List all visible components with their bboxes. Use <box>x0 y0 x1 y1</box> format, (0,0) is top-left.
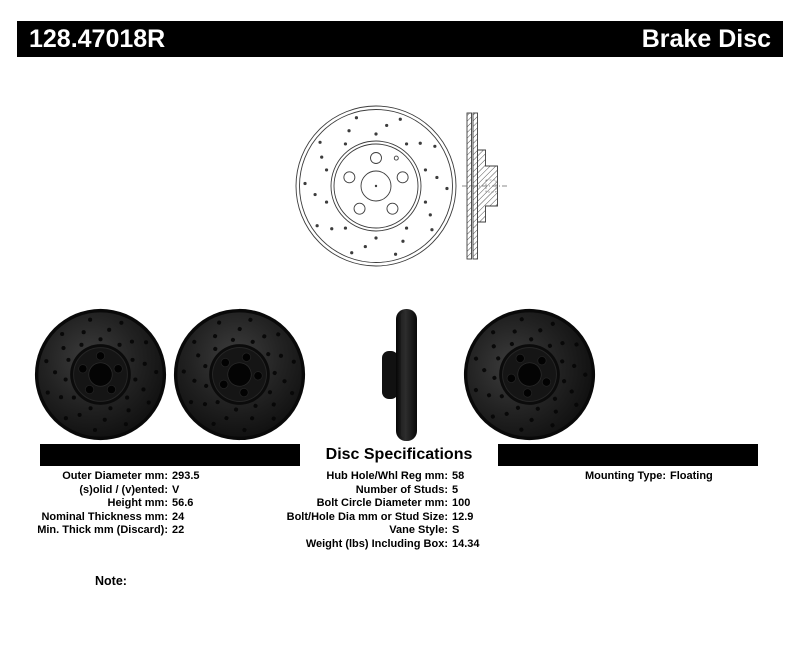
spec-value: 56.6 <box>172 497 194 509</box>
part-number: 128.47018R <box>29 24 166 53</box>
spec-row-vane-style: Vane Style: S <box>270 524 480 538</box>
spec-label: Outer Diameter mm: <box>62 470 168 482</box>
spec-value: 293.5 <box>172 470 200 482</box>
spec-label: Vane Style: <box>389 524 448 536</box>
spec-value: 58 <box>452 470 465 482</box>
brake-disc-front-drawing <box>295 105 457 267</box>
spec-value: 14.34 <box>452 537 480 550</box>
spec-row-outer-diameter: Outer Diameter mm: 293.5 <box>20 470 200 484</box>
spec-value: V <box>172 483 180 496</box>
spec-value: 100 <box>452 497 471 509</box>
spec-column-left: Outer Diameter mm: 293.5 (s)olid / (v)en… <box>20 470 200 538</box>
spec-label: Nominal Thickness mm: <box>41 510 168 523</box>
spec-heading: Disc Specifications <box>299 444 499 466</box>
spec-row-bolt-circle-diameter: Bolt Circle Diameter mm: 100 <box>270 497 480 511</box>
spec-row-number-of-studs: Number of Studs: 5 <box>270 484 480 498</box>
spec-label: Height mm: <box>107 497 169 509</box>
brake-disc-photo-angled-2 <box>463 308 596 441</box>
spec-value: 12.9 <box>452 510 474 523</box>
spec-value: Floating <box>670 470 713 482</box>
spec-label: Bolt/Hole Dia mm or Stud Size: <box>286 510 448 523</box>
spec-row-solid-vented: (s)olid / (v)ented: V <box>20 484 200 498</box>
spec-row-weight: Weight (lbs) Including Box: 14.34 <box>270 538 480 552</box>
spec-label: Number of Studs: <box>355 483 448 496</box>
spec-label: Bolt Circle Diameter mm: <box>316 497 448 509</box>
spec-column-right: Mounting Type: Floating <box>560 470 713 484</box>
spec-value: 22 <box>172 524 185 536</box>
spec-row-min-thick-discard: Min. Thick mm (Discard): 22 <box>20 524 200 538</box>
spec-label: Min. Thick mm (Discard): <box>37 524 168 536</box>
spec-label: Mounting Type: <box>584 470 666 482</box>
drilled-holes-drawing <box>303 116 449 256</box>
spec-value: S <box>452 524 460 536</box>
spec-row-hub-hole: Hub Hole/Whl Reg mm: 58 <box>270 470 480 484</box>
product-title: Brake Disc <box>641 24 771 53</box>
spec-label: (s)olid / (v)ented: <box>79 483 168 496</box>
spec-column-middle: Hub Hole/Whl Reg mm: 58 Number of Studs:… <box>270 470 480 551</box>
spec-row-nominal-thickness: Nominal Thickness mm: 24 <box>20 511 200 525</box>
brake-disc-photo-side <box>382 309 417 441</box>
spec-value: 5 <box>452 483 459 496</box>
spec-value: 24 <box>172 510 185 523</box>
brake-disc-photo-front <box>34 308 167 441</box>
brake-disc-photo-angled-1 <box>173 308 306 441</box>
spec-heading-bar: Disc Specifications <box>40 444 758 466</box>
note-label: Note: <box>95 574 127 588</box>
spec-row-bolt-hole-dia: Bolt/Hole Dia mm or Stud Size: 12.9 <box>270 511 480 525</box>
spec-row-mounting-type: Mounting Type: Floating <box>560 470 713 484</box>
header-bar: 128.47018R Brake Disc <box>17 21 783 57</box>
spec-label: Weight (lbs) Including Box: <box>305 537 448 550</box>
brake-disc-section-drawing <box>462 112 508 260</box>
spec-row-height: Height mm: 56.6 <box>20 497 200 511</box>
spec-label: Hub Hole/Whl Reg mm: <box>326 470 448 482</box>
stud-holes-drawing <box>343 152 409 215</box>
